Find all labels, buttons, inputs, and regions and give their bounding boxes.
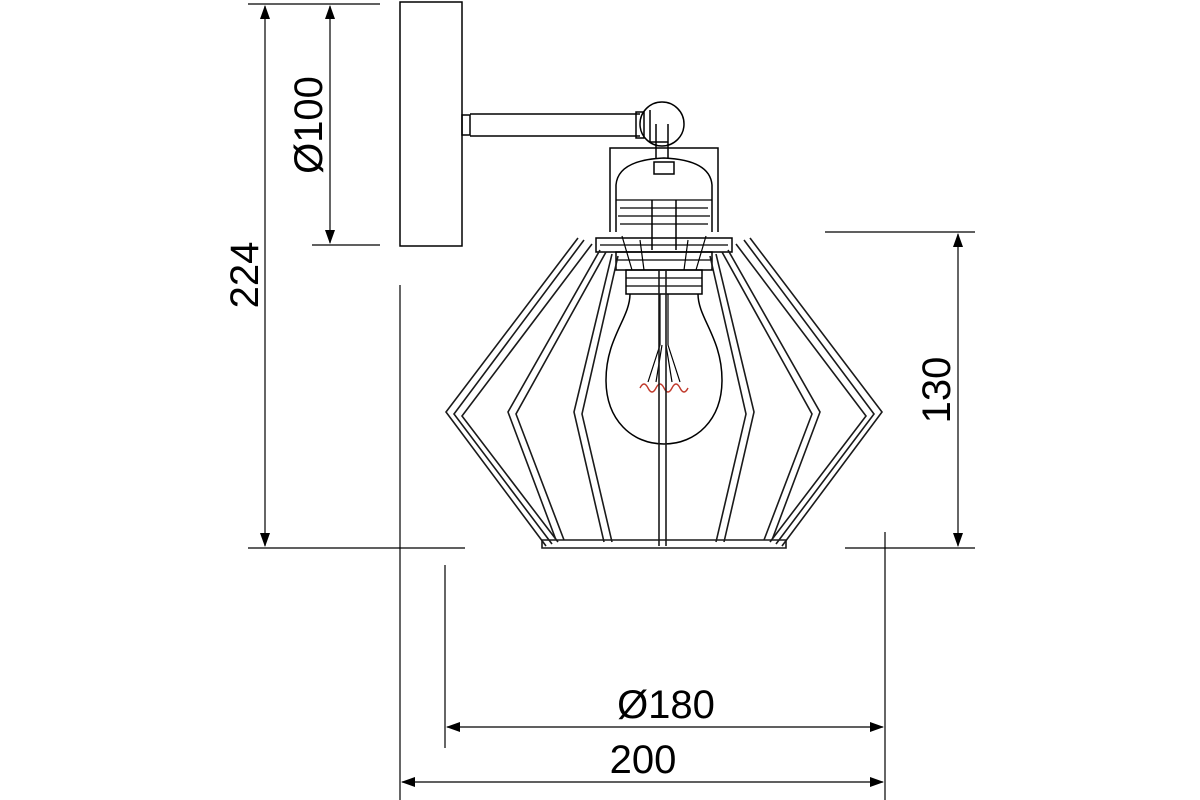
label-backplate-diameter: Ø100 (287, 76, 331, 174)
label-shade-diameter: Ø180 (617, 683, 715, 727)
label-shade-height: 130 (915, 357, 959, 424)
lamp-arm (461, 101, 685, 158)
light-bulb (605, 269, 723, 445)
label-total-depth: 200 (610, 738, 677, 782)
filament (639, 383, 689, 393)
dimension-lines (260, 4, 963, 787)
socket-bracket (609, 147, 719, 250)
wall-backplate (399, 1, 463, 247)
wire-cage-shade (444, 237, 884, 549)
extension-lines (248, 3, 975, 800)
cage-top-ring (595, 235, 733, 271)
label-total-height: 224 (223, 242, 267, 309)
